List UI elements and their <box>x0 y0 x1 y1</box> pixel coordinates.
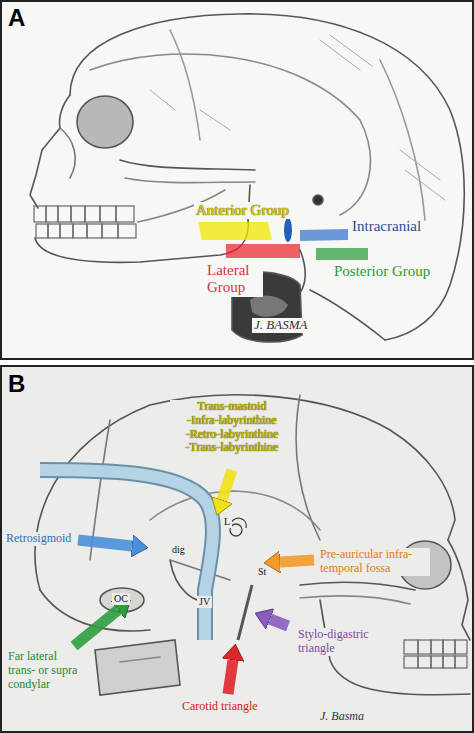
skull-sketch <box>34 206 46 222</box>
approach-label: Retrosigmoid <box>4 532 73 546</box>
approach-label: Far lateral trans- or supra condylar <box>6 650 88 691</box>
panel-letter: B <box>6 370 27 398</box>
skull-sketch <box>48 224 60 238</box>
skull-sketch <box>46 206 58 222</box>
approach-arrow <box>74 470 314 694</box>
approach-band <box>316 248 368 260</box>
skull-sketch <box>200 110 230 130</box>
approach-label: Trans-mastoid -Infra-labyrinthine -Retro… <box>170 400 294 455</box>
anatomy-abbrev: dig <box>170 544 187 556</box>
labyrinth-sketch <box>230 518 246 528</box>
skull-sketch <box>320 40 360 70</box>
skull-sketch <box>400 150 440 180</box>
approach-label: Pre-auricular infra-temporal fossa <box>318 548 430 576</box>
skull-sketch <box>87 224 102 238</box>
skull-sketch <box>35 395 470 695</box>
signature: J. Basma <box>318 710 366 724</box>
skull-sketch <box>60 128 75 178</box>
group-label: Posterior Group <box>332 263 432 280</box>
skull-sketch <box>116 206 134 222</box>
approach-band <box>198 222 272 240</box>
anatomy-abbrev: JV <box>197 596 212 608</box>
skull-sketch <box>60 224 73 238</box>
skull-sketch <box>418 640 431 654</box>
approach-arrow <box>74 610 118 646</box>
skull-sketch <box>71 206 85 222</box>
skull-sketch <box>380 60 425 220</box>
venous-sinus <box>40 470 213 640</box>
approach-arrow <box>280 560 314 562</box>
approach-label: Stylo-digastric triangle <box>296 628 388 656</box>
skull-sketch <box>90 54 370 215</box>
skull-sketch <box>313 195 323 205</box>
approach-arrow <box>78 540 132 546</box>
skull-sketch <box>330 35 372 66</box>
group-label: Intracranial <box>350 218 423 235</box>
skull-sketch <box>100 206 116 222</box>
skull-sketch <box>35 395 455 590</box>
skull-sketch <box>58 206 71 222</box>
panel-frame <box>1 366 473 732</box>
skull-sketch <box>431 656 443 668</box>
skull-sketch <box>404 656 418 668</box>
skull-sketch <box>418 656 431 668</box>
skull-sketch <box>300 582 415 590</box>
panel-frame <box>1 1 473 359</box>
labyrinth-sketch <box>238 585 252 640</box>
skull-sketch <box>404 640 467 668</box>
approach-arrow <box>222 470 232 500</box>
signature: J. BASMA <box>252 318 309 333</box>
skull-sketch <box>95 640 180 695</box>
approach-band <box>198 218 368 260</box>
approach-band <box>226 244 300 258</box>
venous-sinus <box>40 470 213 640</box>
approach-band <box>284 218 292 242</box>
panel-letter: A <box>6 4 27 32</box>
approach-arrow <box>270 619 288 626</box>
skull-sketch <box>250 295 288 316</box>
skull-sketch <box>300 596 410 604</box>
venous-sinus <box>40 470 213 640</box>
approach-label: Carotid triangle <box>180 700 260 714</box>
skull-sketch <box>85 206 100 222</box>
skull-sketch <box>125 178 255 183</box>
skull-sketch <box>405 170 445 200</box>
group-label: Lateral Group <box>205 262 263 297</box>
skull-sketch <box>455 656 467 668</box>
skull-sketch <box>120 657 160 662</box>
anatomy-abbrev: L <box>222 516 232 528</box>
anatomy-abbrev: St <box>256 566 268 578</box>
approach-band <box>300 229 348 241</box>
skull-sketch <box>102 224 118 238</box>
group-label: Anterior Group <box>194 202 291 219</box>
labyrinth-sketch <box>230 518 252 640</box>
skull-sketch <box>448 540 470 640</box>
approach-arrow <box>228 660 233 694</box>
skull-sketch <box>431 640 443 654</box>
skull-sketch <box>310 290 385 340</box>
skull-sketch <box>443 640 455 654</box>
skull-sketch <box>443 656 455 668</box>
skull-sketch <box>73 224 87 238</box>
skull-sketch <box>170 30 200 140</box>
skull-sketch <box>30 14 464 342</box>
skull-sketch <box>100 588 144 612</box>
skull-sketch <box>30 95 70 208</box>
skull-sketch <box>150 35 445 200</box>
skull-sketch <box>150 90 175 110</box>
anatomy-abbrev: OC <box>112 593 130 605</box>
skull-sketch <box>34 206 136 238</box>
skull-sketch <box>36 224 48 238</box>
skull-sketch <box>404 640 418 654</box>
skull-sketch <box>120 160 255 170</box>
skull-sketch <box>118 224 136 238</box>
skull-sketch <box>455 640 467 654</box>
skull-sketch <box>77 96 133 148</box>
